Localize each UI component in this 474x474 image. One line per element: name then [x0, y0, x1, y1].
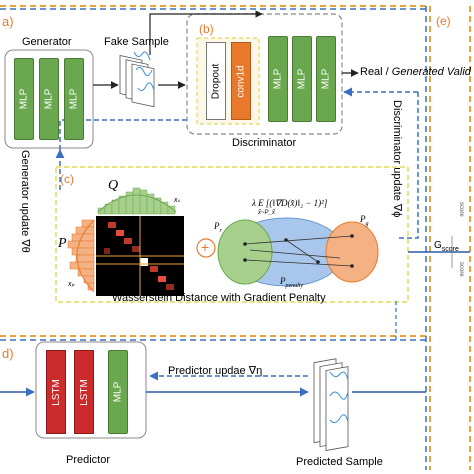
arrow-top-connector — [149, 10, 263, 55]
generator-title: Generator — [22, 36, 72, 48]
section-e-label: (e) — [436, 14, 451, 28]
generator-layer-1: MLP — [14, 58, 34, 140]
predictor-mlp-layer: MLP — [108, 350, 128, 434]
plus-sign: + — [201, 239, 210, 255]
pg-sub: g — [365, 220, 369, 227]
predictor-update-label: Predictor updae ∇η — [168, 365, 263, 377]
pr-sub: r — [219, 227, 222, 234]
q-curve — [97, 194, 177, 213]
generator-update-label: Generator update ∇θ — [19, 150, 31, 253]
disc-layer-4: MLP — [292, 36, 312, 122]
generator-frame — [4, 49, 94, 149]
pg-label: Pg — [360, 214, 369, 227]
plus-circle — [196, 238, 216, 258]
gscore-sub: score — [441, 246, 459, 253]
disc-layer-5: MLP — [316, 36, 336, 122]
conv1d-label: conv1d — [235, 64, 247, 98]
fake-sample-stack — [119, 51, 155, 108]
ellipse-pr — [217, 219, 273, 285]
xp-label: xₚ — [68, 281, 75, 288]
disc-layer-3: MLP — [268, 36, 288, 122]
lstm-layer-1: LSTM — [46, 350, 66, 434]
ppenalty-sub: penalty — [285, 282, 304, 289]
section-b-label: (b) — [199, 22, 214, 36]
disc-layer-3-label: MLP — [272, 68, 284, 90]
ppenalty-label: Ppenalty — [280, 276, 303, 289]
disc-update-line — [396, 92, 419, 239]
pr-label: Pr — [214, 221, 222, 234]
disc-layer-4-label: MLP — [296, 68, 308, 90]
e-side-text-top: score — [458, 202, 464, 217]
gscore-main: G — [434, 240, 442, 251]
ppenalty-main: P — [280, 276, 286, 286]
lstm-layer-1-label: LSTM — [50, 378, 62, 406]
xs-label: xₛ — [174, 197, 181, 204]
section-c-frame — [55, 166, 409, 303]
transport-matrix — [96, 216, 184, 296]
ellipse-pg — [325, 221, 379, 283]
generator-layer-2-label: MLP — [43, 88, 55, 110]
predicted-sample-stack — [313, 358, 349, 451]
disc-layer-5-label: MLP — [320, 68, 332, 90]
section-a-label: a) — [2, 14, 14, 29]
output-prefix: Real / — [360, 66, 392, 78]
section-c-caption: Wasserstein Distance with Gradient Penal… — [112, 292, 326, 304]
section-d-label: d) — [2, 346, 14, 361]
p-label: P — [58, 236, 67, 251]
q-histogram — [97, 187, 176, 215]
penalty-dots — [243, 234, 354, 268]
generator-layer-3-label: MLP — [68, 88, 80, 110]
discriminator-update-label: Discriminator update ∇ϕ — [391, 100, 403, 218]
p-curve — [76, 219, 95, 293]
generator-layer-1-label: MLP — [18, 88, 30, 110]
penalty-formula-text: λ E [(‖∇D(x̂)‖₂ − 1)²] — [252, 198, 328, 208]
dropout-layer: Dropout — [206, 42, 226, 120]
penalty-formula: λ E [(‖∇D(x̂)‖₂ − 1)²] — [252, 198, 327, 209]
e-side-text-bottom: score — [458, 262, 464, 277]
section-c-label: (c) — [60, 172, 74, 186]
gscore-label: Gscore — [434, 240, 459, 253]
gen-update-line — [59, 119, 187, 190]
predictor-frame — [35, 341, 147, 439]
discriminator-title: Discriminator — [232, 137, 297, 149]
discriminator-frame — [186, 13, 343, 135]
penalty-formula-sub: x̂~P_x̂ — [258, 210, 275, 216]
output-text: Real / Generated Valid — [360, 66, 471, 78]
conv1d-layer: conv1d — [231, 42, 251, 120]
pg-main: P — [360, 214, 366, 224]
generator-layer-2: MLP — [39, 58, 59, 140]
generator-layer-3: MLP — [64, 58, 84, 140]
penalty-lines — [244, 235, 353, 267]
lstm-layer-2: LSTM — [74, 350, 94, 434]
dropout-label: Dropout — [210, 63, 222, 99]
fake-sample-label: Fake Sample — [104, 36, 169, 48]
output-suffix: Generated Valid — [391, 66, 471, 78]
lstm-layer-2-label: LSTM — [78, 378, 90, 406]
predictor-title: Predictor — [66, 454, 111, 466]
predictor-mlp-label: MLP — [112, 381, 124, 403]
predicted-sample-label: Predicted Sample — [296, 456, 383, 468]
pr-main: P — [214, 221, 220, 231]
q-label: Q — [108, 178, 119, 193]
